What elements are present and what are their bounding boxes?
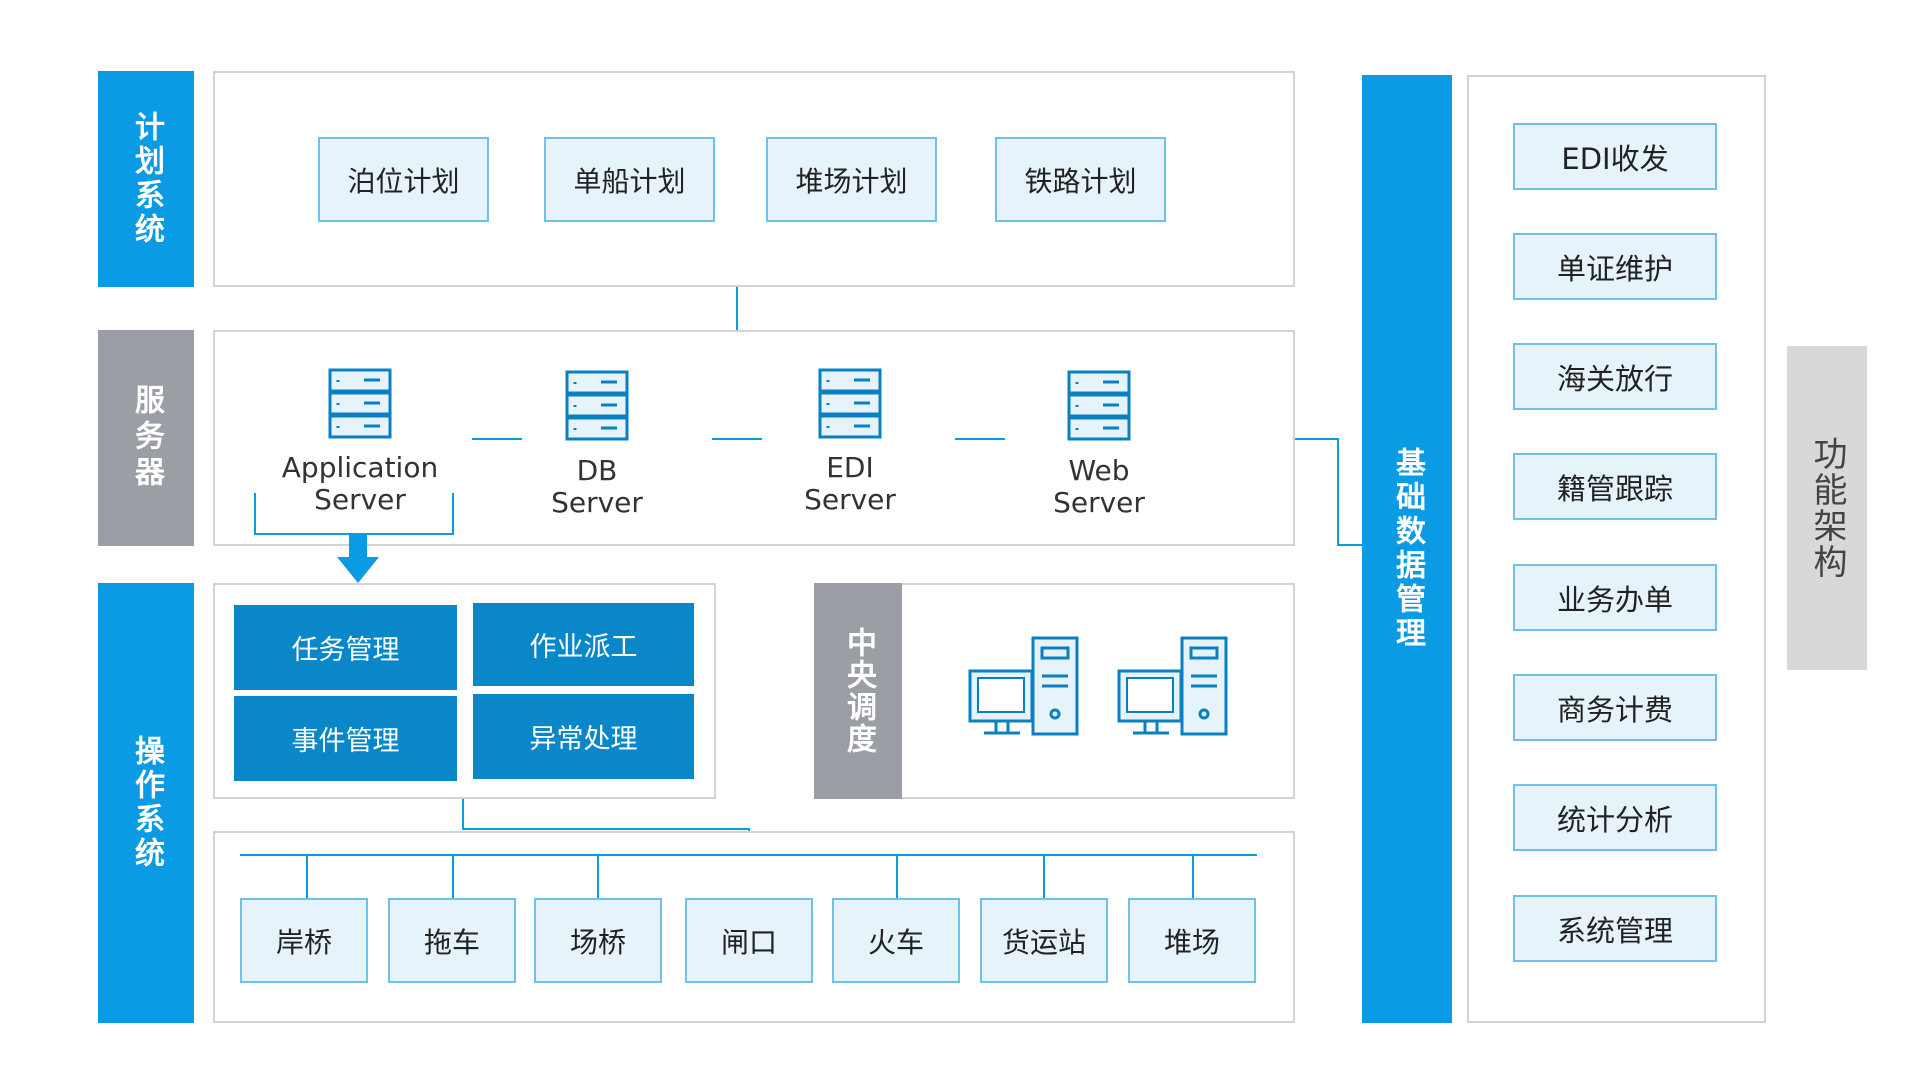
app-bracket-bottom — [254, 533, 454, 535]
server-name-line: Server — [804, 483, 896, 516]
connector-op-devices-h — [462, 828, 750, 830]
server-icon — [328, 368, 392, 439]
op-item-dispatch[interactable]: 作业派工 — [473, 603, 694, 686]
device-drop — [597, 854, 599, 898]
server-name-edi: EDI Server — [750, 452, 950, 516]
server-link — [712, 438, 762, 440]
plan-system-label: 计划系统 — [98, 71, 194, 287]
device-drop — [306, 854, 308, 898]
operation-system-label-text: 操作系统 — [129, 735, 164, 871]
function-architecture-label: 功能架构 — [1787, 346, 1867, 670]
computer-icon — [1117, 636, 1228, 736]
basic-item-statistics[interactable]: 统计分析 — [1513, 784, 1717, 851]
plan-item-vessel[interactable]: 单船计划 — [544, 137, 715, 222]
basic-item-billing[interactable]: 商务计费 — [1513, 674, 1717, 741]
device-truck[interactable]: 拖车 — [388, 898, 516, 983]
connector-server-basic-v — [1337, 438, 1339, 546]
server-name-line: Web — [1068, 454, 1130, 487]
server-label: 服务器 — [98, 330, 194, 546]
device-drop — [1043, 854, 1045, 898]
connector-server-basic-h2 — [1337, 544, 1362, 546]
server-name-line: Server — [1053, 486, 1145, 519]
plan-system-label-text: 计划系统 — [129, 111, 164, 247]
server-link — [472, 438, 522, 440]
basic-data-label-text: 基础数据管理 — [1390, 447, 1425, 651]
basic-item-tracking[interactable]: 籍管跟踪 — [1513, 453, 1717, 520]
basic-data-panel — [1467, 75, 1766, 1023]
server-name-line: EDI — [826, 451, 874, 484]
computer-icon — [968, 636, 1079, 736]
central-dispatch-label: 中央调度 — [814, 583, 902, 799]
app-bracket-left — [254, 493, 256, 535]
basic-item-edi[interactable]: EDI收发 — [1513, 123, 1717, 190]
op-item-event[interactable]: 事件管理 — [234, 696, 457, 781]
device-drop — [452, 854, 454, 898]
app-bracket-right — [452, 493, 454, 535]
device-drop — [1192, 854, 1194, 898]
function-architecture-label-text: 功能架构 — [1807, 436, 1847, 580]
op-item-exception[interactable]: 异常处理 — [473, 694, 694, 779]
server-icon — [565, 370, 629, 441]
basic-item-system[interactable]: 系统管理 — [1513, 895, 1717, 962]
server-name-line: Server — [551, 486, 643, 519]
op-item-task[interactable]: 任务管理 — [234, 605, 457, 690]
device-drop — [896, 854, 898, 898]
server-name-db: DB Server — [497, 455, 697, 519]
basic-item-customs[interactable]: 海关放行 — [1513, 343, 1717, 410]
device-yard[interactable]: 堆场 — [1128, 898, 1256, 983]
device-train[interactable]: 火车 — [832, 898, 960, 983]
device-freight-station[interactable]: 货运站 — [980, 898, 1108, 983]
server-icon — [1067, 370, 1131, 441]
server-name-line: Application — [281, 451, 439, 484]
plan-item-rail[interactable]: 铁路计划 — [995, 137, 1166, 222]
connector-plan-server — [736, 287, 738, 330]
device-yard-crane[interactable]: 场桥 — [534, 898, 662, 983]
server-name-web: Web Server — [999, 455, 1199, 519]
server-label-text: 服务器 — [129, 384, 164, 492]
plan-item-yard[interactable]: 堆场计划 — [766, 137, 937, 222]
connector-op-devices-v1 — [462, 799, 464, 830]
arrow-down-icon — [337, 535, 379, 583]
basic-data-label: 基础数据管理 — [1362, 75, 1452, 1023]
plan-item-berth[interactable]: 泊位计划 — [318, 137, 489, 222]
device-gate[interactable]: 闸口 — [685, 898, 813, 983]
connector-server-basic-h1 — [1295, 438, 1339, 440]
device-bus-line — [240, 854, 1257, 856]
operation-system-label: 操作系统 — [98, 583, 194, 1023]
server-name-line: Server — [314, 483, 406, 516]
basic-item-business[interactable]: 业务办单 — [1513, 564, 1717, 631]
central-dispatch-label-text: 中央调度 — [841, 627, 876, 755]
basic-item-documents[interactable]: 单证维护 — [1513, 233, 1717, 300]
device-quay-crane[interactable]: 岸桥 — [240, 898, 368, 983]
server-name-application: Application Server — [260, 452, 460, 516]
server-icon — [818, 368, 882, 439]
server-link — [955, 438, 1005, 440]
server-name-line: DB — [576, 454, 618, 487]
